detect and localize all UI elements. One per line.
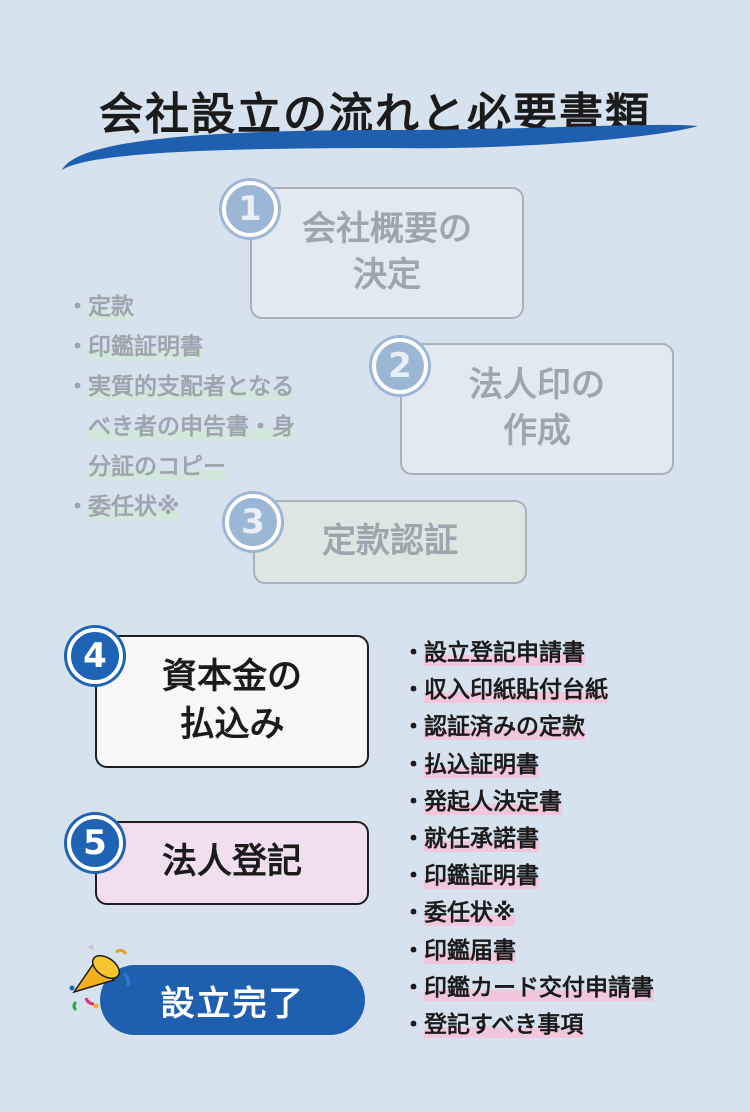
step-2-label-line1: 法人印の: [469, 365, 605, 406]
step-1-label-line2: 決定: [353, 255, 421, 295]
completion-badge: 設立完了: [100, 965, 365, 1035]
step-3-label: 定款認証: [322, 521, 458, 562]
bullet: ・: [66, 494, 89, 520]
list-item: ・印鑑カード交付申請書: [398, 970, 738, 1007]
list-item: ・就任承諾書: [398, 821, 738, 858]
list-item: ・委任状※: [398, 895, 738, 932]
step-5-label: 法人登記: [161, 842, 302, 883]
bullet: ・: [402, 751, 425, 778]
step-4-number-badge: 4: [67, 628, 123, 684]
list-item: ・認証済みの定款: [398, 709, 738, 746]
registration-document-list: ・設立登記申請書 ・収入印紙貼付台紙 ・認証済みの定款 ・払込証明書 ・発起人決…: [398, 635, 738, 1044]
step-2-number-badge: 2: [372, 338, 428, 394]
list-item: ・発起人決定書: [398, 784, 738, 821]
bullet: ・: [402, 1012, 425, 1039]
faded-document-list: ・ 定款 ・ 印鑑証明書 ・ 実質的支配者となる べき者の申告書・身 分証のコピ…: [62, 287, 342, 527]
step-4-box: 資本金の 払込み: [95, 635, 369, 768]
bullet: ・: [402, 863, 425, 890]
bullet: ・: [402, 937, 425, 964]
step-3-number-badge: 3: [225, 494, 281, 550]
list-item: ・ 実質的支配者となる べき者の申告書・身 分証のコピー: [62, 367, 342, 487]
list-item: ・設立登記申請書: [398, 635, 738, 672]
bullet: ・: [66, 334, 89, 360]
bullet: ・: [402, 788, 425, 815]
bullet: ・: [66, 294, 89, 320]
step-2-label-line2: 作成: [503, 411, 571, 451]
step-1-number-badge: 1: [222, 181, 278, 237]
bullet: ・: [402, 900, 425, 927]
title-underline-swoosh: [62, 124, 698, 170]
step-4-label-line2: 払込み: [179, 704, 285, 745]
step-1-label-line1: 会社概要の: [302, 209, 472, 250]
list-item: ・印鑑届書: [398, 933, 738, 970]
party-popper-icon: [69, 944, 130, 1012]
bullet: ・: [402, 826, 425, 853]
list-item: ・ 定款: [62, 287, 342, 327]
list-item: ・払込証明書: [398, 747, 738, 784]
list-item: ・ 印鑑証明書: [62, 327, 342, 367]
bullet: ・: [402, 640, 425, 666]
bullet: ・: [402, 714, 425, 741]
step-4-label-line1: 資本金の: [161, 657, 302, 698]
step-5-box: 法人登記: [95, 821, 369, 905]
list-item: ・印鑑証明書: [398, 858, 738, 895]
bullet: ・: [402, 677, 425, 704]
bullet: ・: [402, 974, 425, 1001]
step-5-number-badge: 5: [67, 815, 123, 871]
step-2-box: 法人印の 作成: [400, 343, 674, 475]
bullet: ・: [66, 374, 89, 400]
list-item: ・登記すべき事項: [398, 1007, 738, 1044]
list-item: ・収入印紙貼付台紙: [398, 672, 738, 709]
step-1-box: 会社概要の 決定: [250, 187, 524, 319]
list-item: ・ 委任状※: [62, 487, 342, 527]
